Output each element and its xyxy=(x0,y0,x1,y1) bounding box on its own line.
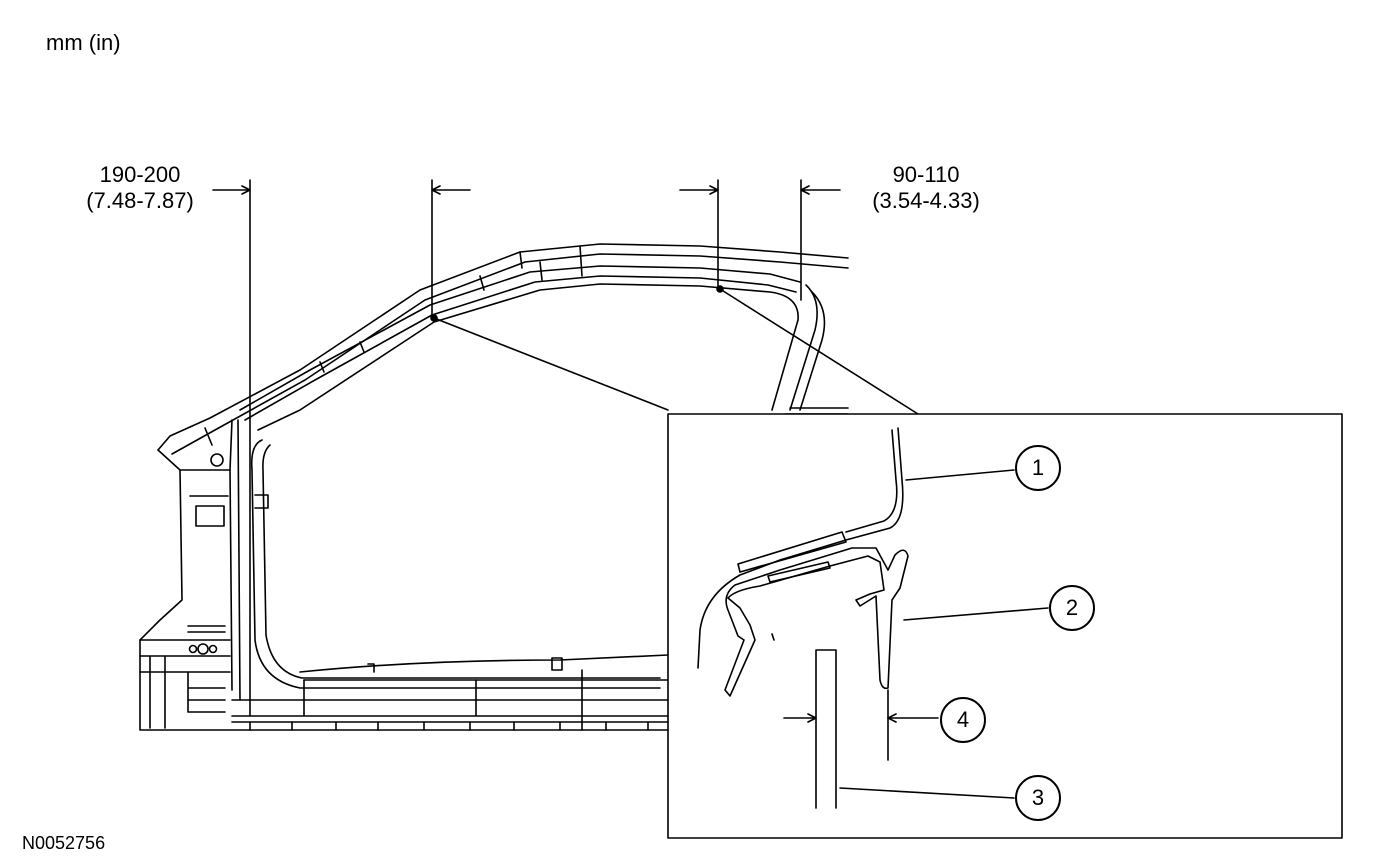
a-pillar-panel xyxy=(195,505,225,527)
callout-1-leader xyxy=(905,469,1015,481)
detail-glass xyxy=(815,649,837,809)
dim-arrow-1 xyxy=(212,185,251,195)
door-opening-outline xyxy=(257,283,799,431)
b-pillar-outer xyxy=(789,284,818,411)
lower-hole-a xyxy=(188,644,198,654)
door-opening-inner xyxy=(250,439,661,689)
lower-hole-c xyxy=(208,644,218,654)
roof-rail-inner-2 xyxy=(239,265,801,411)
callout-2: 2 xyxy=(1049,585,1095,631)
sill-clip xyxy=(367,657,563,673)
sill-ticks xyxy=(249,721,649,731)
roof-rail-inner-1 xyxy=(171,253,849,455)
detail-retainer xyxy=(737,531,847,573)
a-pillar-front-inner xyxy=(179,419,241,701)
dim-arrow-2 xyxy=(431,185,471,195)
dim-arrow-4 xyxy=(800,185,841,195)
detail-body-panel-inner xyxy=(845,429,898,533)
dimension-right-label: 90-110 (3.54-4.33) xyxy=(852,162,1000,214)
roof-rail-outer xyxy=(157,243,849,451)
dim-arrow-3 xyxy=(679,185,719,195)
callout-2-leader xyxy=(903,607,1049,621)
callout-1: 1 xyxy=(1015,445,1061,491)
dimension-right-inches: (3.54-4.33) xyxy=(872,188,980,213)
dimension-right-mm: 90-110 xyxy=(892,162,960,187)
figure-id: N0052756 xyxy=(22,833,106,853)
detail-seal-body xyxy=(724,547,909,697)
b-pillar-detail xyxy=(784,407,849,415)
callout-3: 3 xyxy=(1015,775,1061,821)
roof-rail-ticks xyxy=(204,245,583,446)
a-pillar-bracket xyxy=(254,494,269,509)
sill-curve xyxy=(299,654,669,673)
lower-hole-b xyxy=(197,643,209,655)
detail-gap-arrow-left xyxy=(783,713,817,723)
detail-inset-frame xyxy=(667,413,1343,839)
detail-leader-2 xyxy=(719,288,919,415)
dimension-left-inches: (7.48-7.87) xyxy=(86,188,194,213)
callout-3-leader xyxy=(839,787,1015,799)
detail-seal-inner xyxy=(767,561,831,641)
detail-gap-arrow-right xyxy=(887,713,939,723)
dimension-left-label: 190-200 (7.48-7.87) xyxy=(66,162,214,214)
door-opening-inner-2 xyxy=(262,444,661,679)
roof-rail-inner-3 xyxy=(244,275,797,421)
b-pillar-inner xyxy=(799,291,826,411)
detail-leader-1 xyxy=(433,317,669,411)
rocker-sill xyxy=(231,669,669,731)
units-label: mm (in) xyxy=(46,30,121,55)
callout-4: 4 xyxy=(940,697,986,743)
a-pillar-hole xyxy=(210,453,224,467)
lower-front-structure xyxy=(139,625,231,729)
dimension-left-mm: 190-200 xyxy=(99,162,181,187)
